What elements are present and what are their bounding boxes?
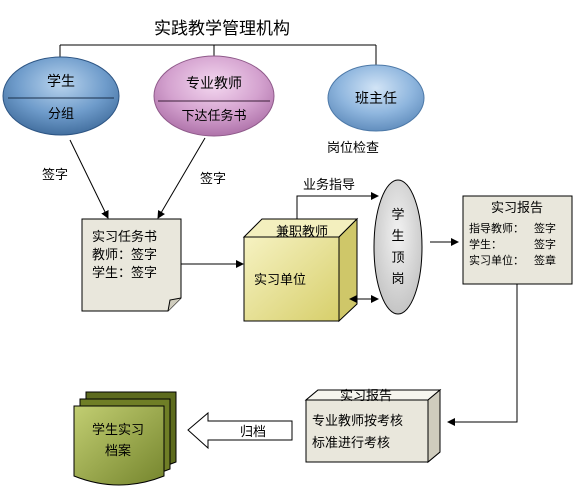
diagram-title: 实践教学管理机构 [154,19,290,39]
report-row-3-key: 实习单位： [469,253,524,267]
archive-arrow: 归档 [187,411,293,450]
student-group-node: 学生 分组 [2,56,120,136]
taskbook-title: 实习任务书 [92,229,157,245]
post-check-label: 岗位检查 [327,141,379,156]
onjob-char-3: 顶 [391,251,404,266]
sign-arrow-right [157,137,206,219]
onjob-char-1: 学 [391,207,404,223]
internship-unit-label: 实习单位 [254,273,306,288]
student-label: 学生 [47,74,75,90]
archive-edge-label: 归档 [240,425,266,440]
on-the-job-node: 学 生 顶 岗 [373,179,423,315]
archive-line-2: 档案 [105,444,131,459]
group-label: 分组 [48,107,74,122]
onjob-char-4: 岗 [391,272,404,287]
guidance-arrow [296,192,379,219]
internship-unit-node: 兼职教师 实习单位 [242,217,359,323]
issue-task-label: 下达任务书 [181,108,246,124]
report-node: 实习报告 指导教师： 签字 学生： 签字 实习单位： 签章 [462,195,573,285]
sign-label-left: 签字 [42,167,68,183]
report-row-1-val: 签字 [534,221,556,235]
headteacher-label: 班主任 [355,91,397,107]
headteacher-node: 班主任 [327,64,425,132]
report-row-3-val: 签章 [534,253,556,267]
guidance-label: 业务指导 [303,177,355,193]
report-title: 实习报告 [491,201,543,216]
archive-node: 学生实习 档案 [73,391,177,486]
part-time-teacher-label: 兼职教师 [276,224,328,240]
sign-arrow-left [69,139,109,219]
review-node: 实习报告 专业教师按考核 标准进行考核 [304,388,442,464]
review-line-1: 专业教师按考核 [312,413,403,429]
arrow-report-to-review [447,284,518,426]
report-row-2-key: 学生： [469,237,502,251]
review-title: 实习报告 [340,389,392,404]
archive-line-1: 学生实习 [92,422,144,438]
report-row-2-val: 签字 [534,237,556,251]
taskbook-student-sign: 学生：签字 [92,265,157,281]
teacher-node: 专业教师 下达任务书 [153,55,275,137]
review-line-2: 标准进行考核 [312,436,390,451]
teacher-label: 专业教师 [186,76,242,92]
report-row-1-key: 指导教师： [469,221,524,235]
sign-label-right: 签字 [200,171,226,187]
taskbook-node: 实习任务书 教师：签字 学生：签字 [81,218,182,312]
onjob-char-2: 生 [391,229,404,244]
taskbook-teacher-sign: 教师：签字 [92,247,157,263]
